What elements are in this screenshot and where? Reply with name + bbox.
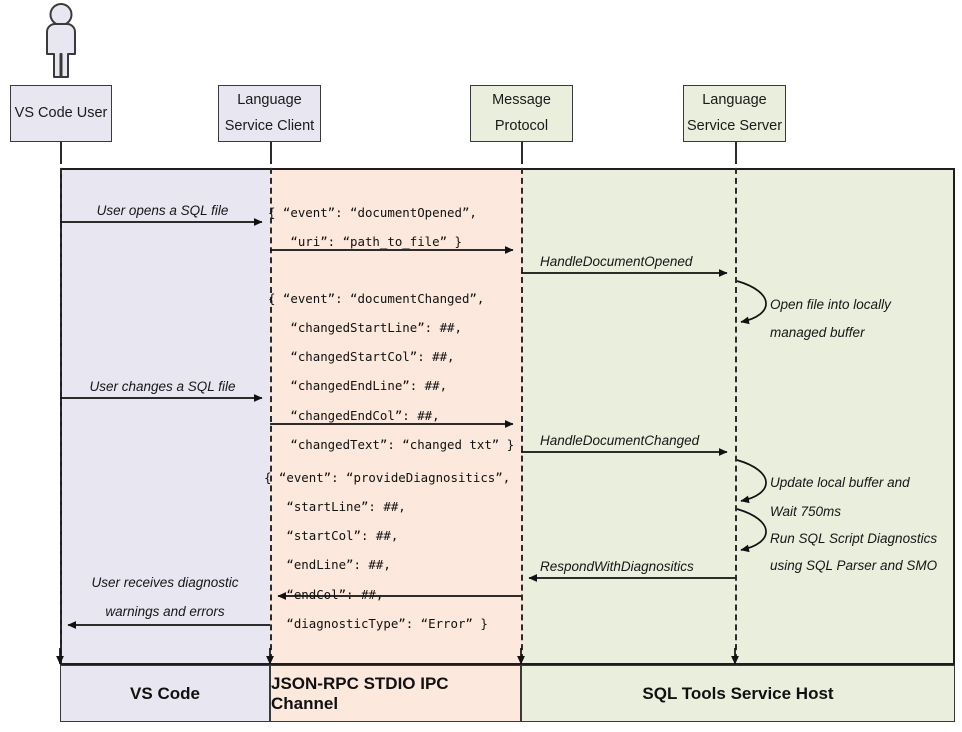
- self-loop-update-buffer: [736, 459, 767, 504]
- participant-label-line2: Service Server: [686, 117, 783, 134]
- note-update-buffer-line2: Wait 750ms: [770, 504, 842, 519]
- participant-message-protocol[interactable]: Message Protocol: [470, 85, 573, 142]
- message-label-user-receives-diagnostics-line2: warnings and errors: [105, 604, 225, 619]
- self-loop-run-diagnostics: [736, 508, 767, 553]
- participant-label-line1: Language: [237, 92, 302, 109]
- footer-sql-tools-host[interactable]: SQL Tools Service Host: [521, 665, 955, 722]
- stick-figure-user-icon: [30, 2, 92, 80]
- lifeline-stub-vs-code-user: [60, 142, 62, 158]
- participant-language-service-server[interactable]: Language Service Server: [683, 85, 786, 142]
- message-label-handle-document-opened: HandleDocumentOpened: [540, 254, 693, 269]
- participant-label-line1: VS Code User: [14, 104, 108, 121]
- lifeline-vs-code-user: [60, 158, 62, 670]
- lifeline-language-service-server: [735, 158, 737, 670]
- swimlane-band-host: [521, 168, 955, 665]
- footer-label: JSON-RPC STDIO IPC Channel: [271, 673, 449, 713]
- participant-label-line1: Language: [702, 92, 767, 109]
- note-open-file-line2: managed buffer: [770, 325, 865, 340]
- note-open-file-line1: Open file into locally: [770, 297, 891, 312]
- swimlane-band-vscode: [60, 168, 270, 665]
- message-label-user-changes-sql-file: User changes a SQL file: [89, 379, 236, 394]
- message-label-user-opens-sql-file: User opens a SQL file: [96, 203, 229, 218]
- message-label-respond-with-diagnostics: RespondWithDiagnositics: [540, 559, 694, 574]
- payload-document-changed: { “event”: “documentChanged”, “changedSt…: [268, 291, 515, 452]
- participant-label-line2: Protocol: [494, 117, 549, 134]
- note-run-diagnostics-line1: Run SQL Script Diagnostics: [770, 531, 938, 546]
- lifeline-message-protocol: [521, 158, 523, 670]
- message-label-handle-document-changed: HandleDocumentChanged: [540, 433, 700, 448]
- participant-label-line2: Service Client: [224, 117, 315, 134]
- note-update-buffer-line1: Update local buffer and: [770, 475, 910, 490]
- payload-provide-diagnostics: { “event”: “provideDiagnositics”, “start…: [264, 470, 511, 631]
- payload-document-opened: { “event”: “documentOpened”, “uri”: “pat…: [268, 205, 477, 250]
- note-run-diagnostics-line2: using SQL Parser and SMO: [770, 558, 938, 573]
- lifeline-stub-language-service-client: [270, 142, 272, 158]
- lifeline-stub-message-protocol: [521, 142, 523, 158]
- message-label-user-receives-diagnostics-line1: User receives diagnostic: [91, 575, 239, 590]
- footer-vs-code[interactable]: VS Code: [60, 665, 270, 722]
- lifeline-stub-language-service-server: [735, 142, 737, 158]
- participant-language-service-client[interactable]: Language Service Client: [218, 85, 321, 142]
- lifeline-language-service-client: [270, 158, 272, 670]
- self-loop-open-file: [736, 280, 767, 325]
- footer-json-rpc[interactable]: JSON-RPC STDIO IPC Channel: [270, 665, 521, 722]
- participant-label-line1: Message: [492, 92, 551, 109]
- footer-label: VS Code: [130, 683, 200, 703]
- participant-vs-code-user[interactable]: VS Code User: [10, 85, 112, 142]
- footer-label: SQL Tools Service Host: [642, 683, 834, 703]
